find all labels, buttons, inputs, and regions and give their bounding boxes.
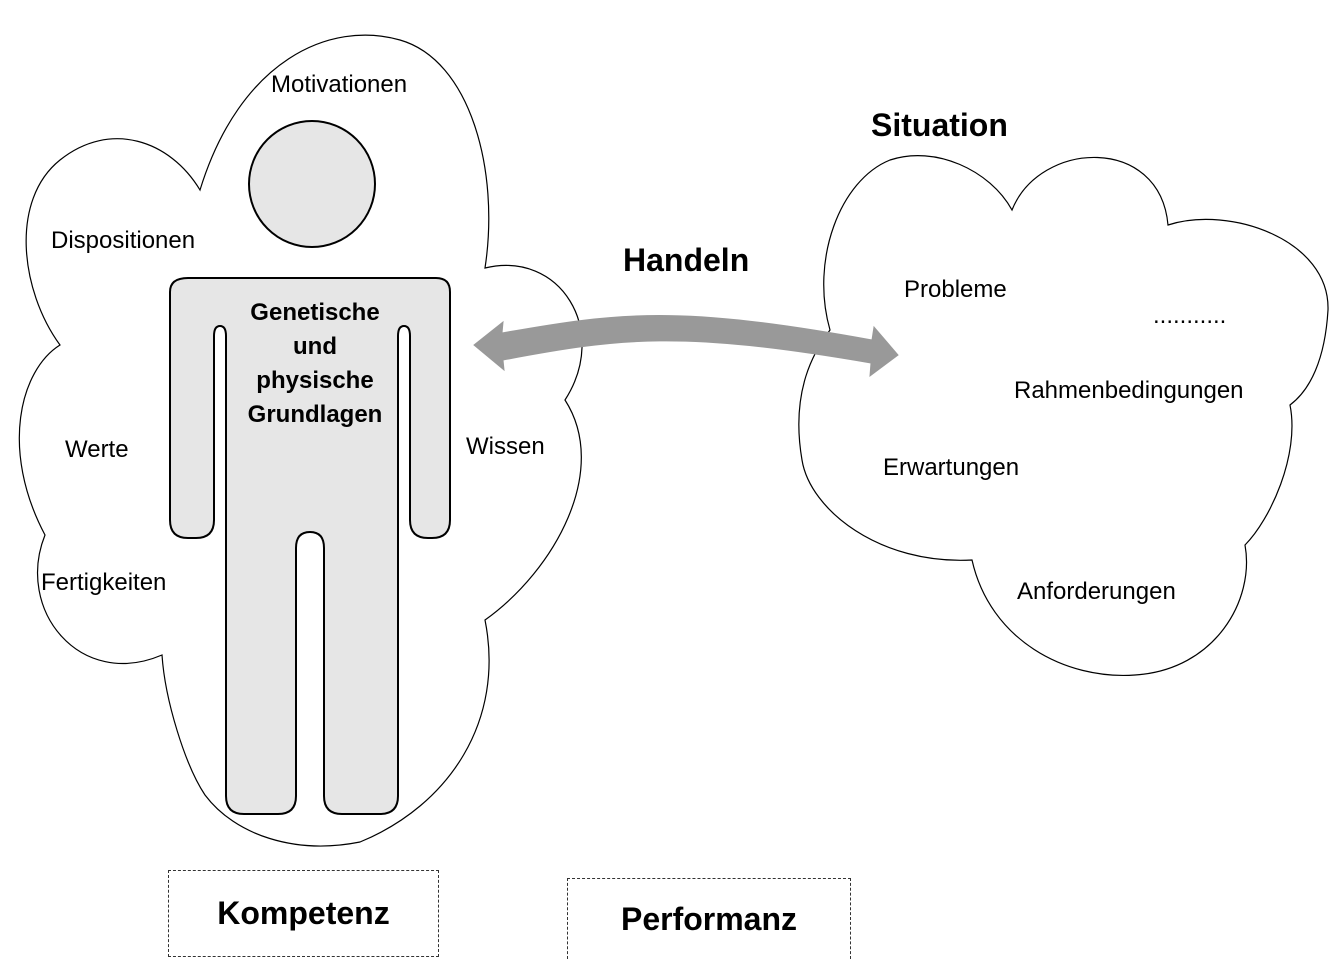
label-motivationen: Motivationen bbox=[271, 71, 408, 98]
label-fertigkeiten: Fertigkeiten bbox=[41, 569, 167, 596]
situation-title: Situation bbox=[871, 107, 1008, 143]
figure-caption-line: Genetische bbox=[250, 299, 380, 326]
label-anforderungen: Anforderungen bbox=[1017, 578, 1176, 605]
label-dispositionen: Dispositionen bbox=[51, 227, 196, 254]
label-handeln: Handeln bbox=[623, 242, 750, 278]
label-werte: Werte bbox=[65, 436, 129, 463]
kompetenz-label: Kompetenz bbox=[217, 895, 390, 931]
label-probleme: Probleme bbox=[904, 276, 1007, 303]
figure-caption-line: und bbox=[293, 333, 337, 360]
figure-head bbox=[248, 120, 376, 248]
performanz-box: Performanz bbox=[567, 878, 851, 959]
figure-caption: Genetische und physische Grundlagen bbox=[226, 296, 404, 432]
kompetenz-box: Kompetenz bbox=[168, 870, 439, 957]
situation-cloud bbox=[798, 155, 1329, 677]
label-erwartungen: Erwartungen bbox=[883, 454, 1020, 481]
action-arrow bbox=[473, 315, 899, 378]
label-wissen: Wissen bbox=[466, 433, 545, 460]
label-rahmenbedingungen: Rahmenbedingungen bbox=[1014, 377, 1244, 404]
figure-caption-line: physische bbox=[256, 367, 374, 394]
label-ellipsis: ........... bbox=[1153, 302, 1227, 329]
figure-caption-line: Grundlagen bbox=[247, 401, 383, 428]
performanz-label: Performanz bbox=[620, 900, 798, 937]
figure-body bbox=[169, 277, 451, 815]
